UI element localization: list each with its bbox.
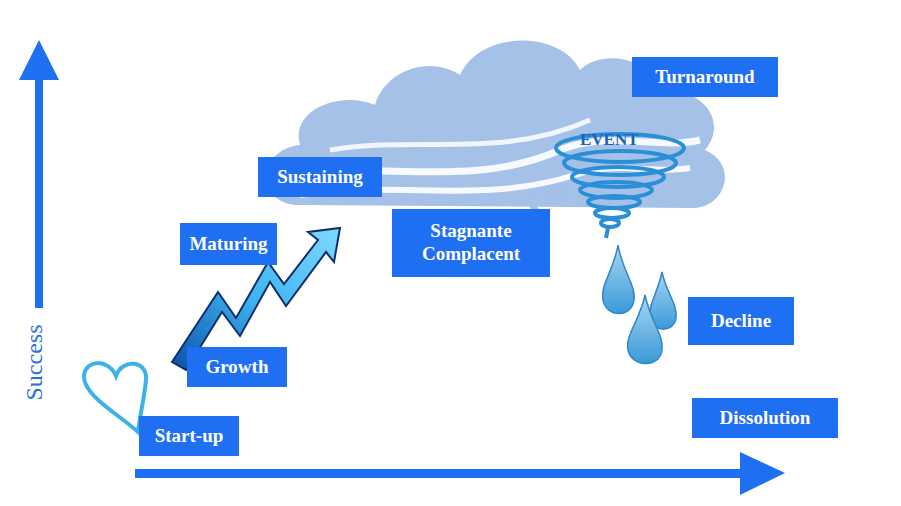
stage-box: Start-up	[139, 416, 239, 456]
stage-label: Growth	[206, 356, 269, 379]
tornado	[556, 134, 684, 238]
drops	[603, 245, 677, 364]
stage-label: Sustaining	[277, 166, 363, 189]
stage-box: Stagnante Complacent	[392, 209, 550, 277]
stage-box: Dissolution	[692, 398, 838, 438]
stage-box: Decline	[688, 297, 794, 345]
stage-box: Sustaining	[258, 157, 382, 197]
heart	[84, 363, 146, 432]
stage-label: Maturing	[189, 233, 267, 256]
stage-label: Start-up	[155, 425, 224, 448]
stage-box: Turnaround	[632, 57, 778, 97]
axis	[19, 40, 785, 495]
axis-label: Success	[22, 324, 49, 400]
event-label: EVENT	[580, 130, 639, 150]
stage-label: Decline	[711, 310, 771, 333]
stage-label: Turnaround	[655, 66, 754, 89]
stage-box: Maturing	[180, 223, 277, 265]
stage-label: Stagnante Complacent	[401, 220, 541, 266]
stage-box: Growth	[187, 347, 287, 387]
stage-label: Dissolution	[720, 407, 811, 430]
